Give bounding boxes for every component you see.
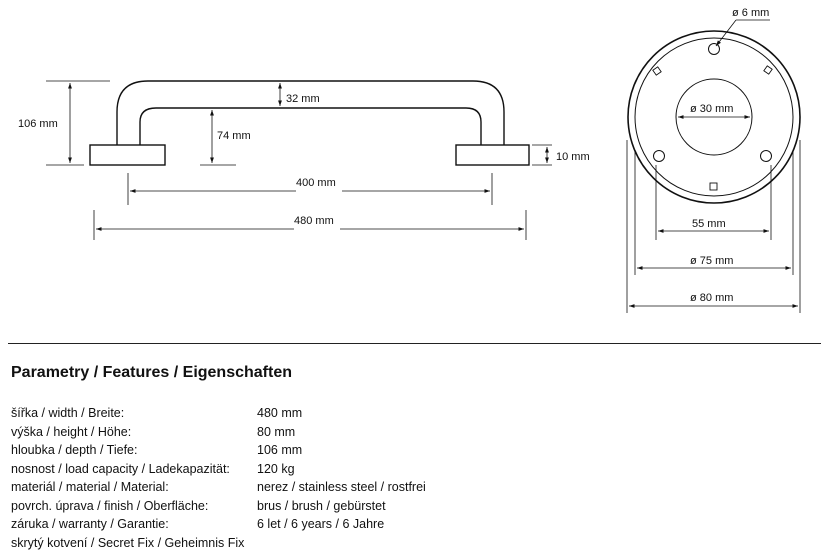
left-base bbox=[89, 144, 166, 166]
hole-6-leader bbox=[715, 19, 737, 47]
spec-label: skrytý kotvení / Secret Fix / Geheimnis … bbox=[11, 535, 245, 550]
spec-label: materiál / material / Material: bbox=[11, 480, 169, 494]
spec-label: hloubka / depth / Tiefe: bbox=[11, 443, 138, 457]
notch-upper-right bbox=[763, 65, 773, 75]
spec-row-secret-fix: skrytý kotvení / Secret Fix / Geheimnis … bbox=[11, 534, 821, 553]
tube-inner-outline bbox=[139, 107, 482, 145]
spec-value: brus / brush / gebürstet bbox=[257, 498, 386, 513]
flange-center-circle bbox=[675, 78, 753, 156]
spec-row-height: výška / height / Höhe: 80 mm bbox=[11, 423, 821, 442]
flange-labels: ø 6 mm ø 30 mm 55 mm ø 75 mm ø 80 mm bbox=[690, 7, 769, 304]
flange-outer-circle bbox=[627, 30, 801, 204]
screw-hole-left bbox=[653, 150, 665, 162]
notch-bottom bbox=[709, 182, 718, 191]
grab-bar-side-view bbox=[89, 80, 530, 166]
spec-label: výška / height / Höhe: bbox=[11, 424, 132, 439]
section-divider bbox=[8, 343, 821, 344]
spec-value: nerez / stainless steel / rostfrei bbox=[257, 480, 426, 494]
flange-front-view bbox=[627, 30, 801, 204]
spec-label: povrch. úprava / finish / Oberfläche: bbox=[11, 498, 209, 513]
label-inner-diameter: ø 75 mm bbox=[690, 255, 733, 267]
side-view-labels: 106 mm 32 mm 74 mm 10 mm 400 mm 480 mm bbox=[18, 93, 590, 235]
spec-row-material: materiál / material / Material: nerez / … bbox=[11, 478, 821, 497]
spec-label: nosnost / load capacity / Ladekapazität: bbox=[11, 461, 230, 476]
right-base bbox=[455, 144, 530, 166]
spec-value: 480 mm bbox=[257, 406, 303, 420]
label-inner-length: 400 mm bbox=[296, 177, 336, 189]
tube-outer-outline bbox=[116, 80, 505, 145]
features-title: Parametry / Features / Eigenschaften bbox=[11, 364, 292, 381]
spec-label: záruka / warranty / Garantie: bbox=[11, 517, 169, 531]
label-outer-diameter: ø 80 mm bbox=[690, 292, 733, 304]
screw-hole-right bbox=[760, 150, 772, 162]
label-hole-diameter: ø 6 mm bbox=[732, 7, 769, 19]
spec-row-width: šířka / width / Breite: 480 mm bbox=[11, 404, 821, 423]
spec-row-finish: povrch. úprava / finish / Oberfläche: br… bbox=[11, 497, 821, 516]
spec-value: 80 mm bbox=[257, 424, 296, 439]
screw-hole-top bbox=[708, 43, 720, 55]
label-hole-spacing: 55 mm bbox=[692, 218, 726, 230]
spec-label: šířka / width / Breite: bbox=[11, 406, 125, 420]
spec-value: 106 mm bbox=[257, 443, 303, 457]
label-base-thickness: 10 mm bbox=[556, 151, 590, 163]
spec-row-depth: hloubka / depth / Tiefe: 106 mm bbox=[11, 441, 821, 460]
spec-value: 120 kg bbox=[257, 461, 295, 476]
flange-dimensions bbox=[626, 19, 801, 313]
spec-row-load-capacity: nosnost / load capacity / Ladekapazität:… bbox=[11, 460, 821, 479]
features-table: šířka / width / Breite: 480 mm výška / h… bbox=[11, 404, 821, 552]
spec-value: 6 let / 6 years / 6 Jahre bbox=[257, 517, 385, 531]
technical-drawing: 106 mm 32 mm 74 mm 10 mm 400 mm 480 mm bbox=[18, 7, 801, 313]
label-center-diameter: ø 30 mm bbox=[690, 103, 733, 115]
flange-inner-circle bbox=[634, 37, 794, 197]
spec-row-warranty: záruka / warranty / Garantie: 6 let / 6 … bbox=[11, 515, 821, 534]
label-inner-height: 74 mm bbox=[217, 130, 251, 142]
label-total-length: 480 mm bbox=[294, 215, 334, 227]
notch-upper-left bbox=[652, 66, 662, 76]
label-tube-diameter: 32 mm bbox=[286, 93, 320, 105]
label-total-height: 106 mm bbox=[18, 118, 58, 130]
